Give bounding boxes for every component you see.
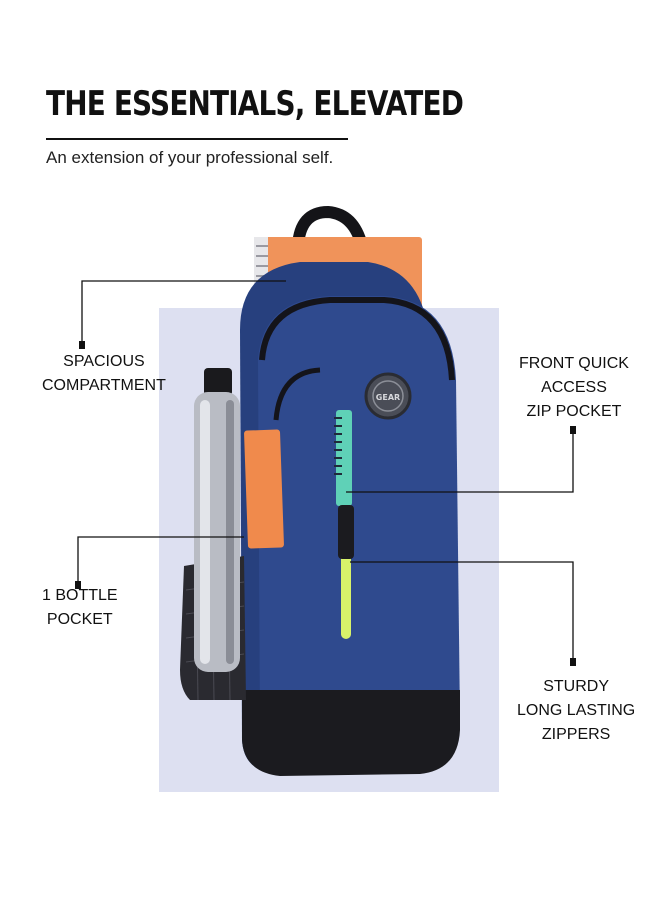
badge-text: GEAR <box>376 393 400 402</box>
handle-strap <box>292 205 368 252</box>
callout-line: ZIP POCKET <box>526 403 622 420</box>
callout-line: SPACIOUS <box>63 353 145 370</box>
notebook-front <box>244 429 284 549</box>
callout-line: COMPARTMENT <box>42 377 166 394</box>
callout-front-quick-access: FRONT QUICK ACCESS ZIP POCKET <box>519 352 629 424</box>
callout-line: POCKET <box>46 611 113 628</box>
callout-bottle-pocket: 1 BOTTLE POCKET <box>42 584 118 632</box>
title-underline <box>46 138 348 140</box>
callout-line: ACCESS <box>541 379 607 396</box>
page-title: THE ESSENTIALS, ELEVATED <box>46 84 464 124</box>
callout-spacious-compartment: SPACIOUS COMPARTMENT <box>42 350 166 398</box>
callout-sturdy-zippers: STURDY LONG LASTING ZIPPERS <box>517 675 635 747</box>
page-subtitle: An extension of your professional self. <box>46 148 334 167</box>
bag-base <box>242 690 460 776</box>
callout-line: STURDY <box>543 678 610 695</box>
bottle-cap <box>204 368 232 396</box>
callout-line: ZIPPERS <box>541 726 611 743</box>
callout-line: LONG LASTING <box>517 702 636 719</box>
callout-line: FRONT QUICK <box>519 355 629 372</box>
callout-line: 1 BOTTLE <box>42 587 118 604</box>
